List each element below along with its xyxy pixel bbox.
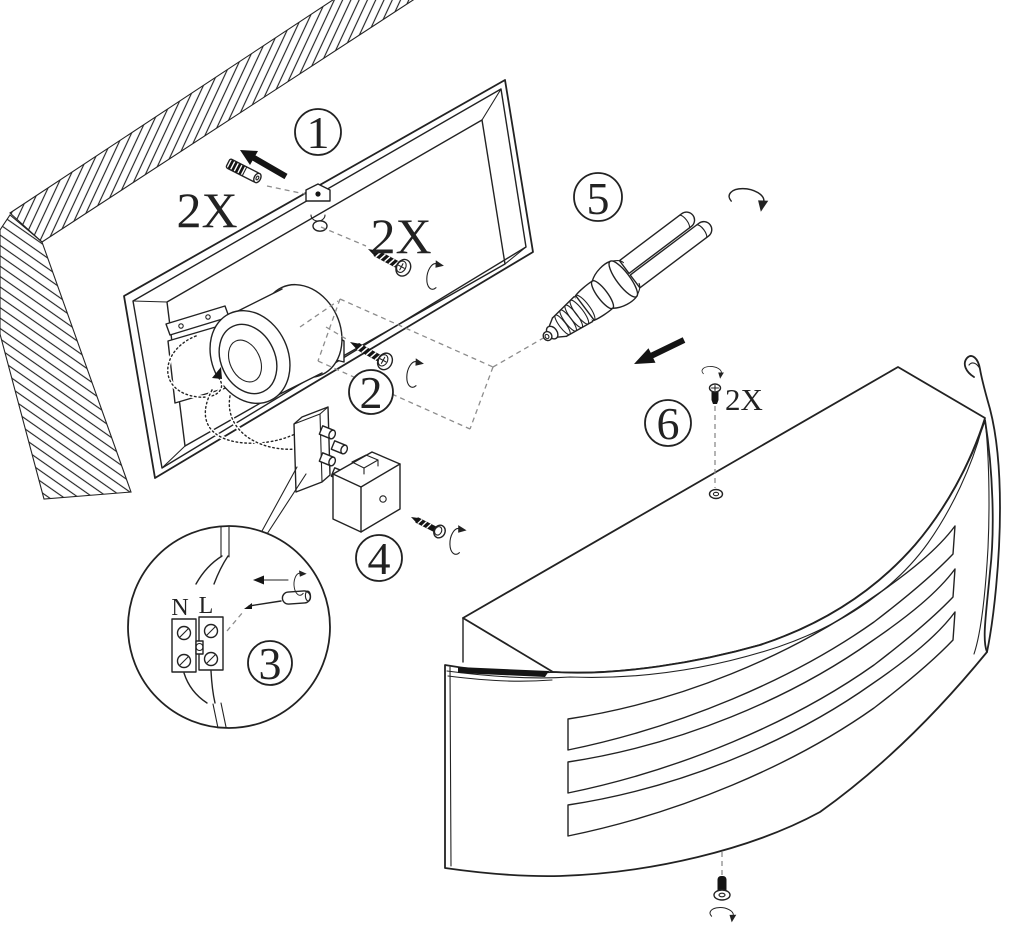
wall-section: [0, 0, 415, 500]
step-number: 2: [360, 367, 383, 418]
step-number: 3: [259, 638, 282, 689]
anchor-quantity-label: 2X: [176, 182, 237, 238]
fixture-wire: [183, 670, 227, 729]
rotate-icon: [708, 905, 738, 924]
terminal-label-neutral: N: [171, 595, 188, 621]
terminal-label-live: L: [199, 593, 214, 619]
screwdriver-icon: [244, 590, 312, 609]
wiring-detail-circle: N L: [127, 525, 331, 729]
cover-screw-top: [708, 383, 722, 404]
wall-left-hatch: [0, 214, 132, 500]
step-badge-4: 4: [355, 533, 403, 584]
step-number: 6: [657, 398, 680, 449]
terminal-tube: [330, 440, 349, 455]
cover-front-band: [444, 419, 994, 878]
step-number: 5: [587, 173, 610, 224]
cover-slot: [567, 525, 956, 751]
cover-screw-bottom: [713, 875, 731, 901]
insert-arrow-icon: [634, 337, 686, 364]
terminal-cover-block: [332, 451, 401, 533]
step-number: 4: [368, 533, 391, 584]
step-badge-3: 3: [247, 638, 293, 689]
cover-right-lip: [963, 355, 1001, 653]
cover-block-screw: [407, 510, 449, 541]
cover-screw-quantity-label: 2X: [725, 382, 763, 417]
cover-slot: [567, 568, 956, 794]
terminal-tube: [318, 425, 337, 440]
screw-quantity-label: 2X: [370, 208, 431, 264]
keyhole-tab: [305, 183, 331, 232]
insert-arrow-icon: [240, 150, 288, 180]
bulb-tube: [629, 220, 713, 289]
wall-anchor: [225, 158, 262, 184]
step-badge-5: 5: [573, 172, 623, 224]
cover-screw-hole: [708, 488, 724, 500]
step-badge-1: 1: [294, 107, 342, 158]
lamp-cover: [444, 355, 1001, 878]
rotate-icon: [447, 523, 468, 556]
step-badge-6: 6: [644, 398, 692, 449]
rotate-icon: [726, 185, 771, 214]
detail-leader-line: [266, 473, 307, 535]
terminal-strip: [171, 616, 224, 673]
rotate-icon: [404, 356, 426, 390]
mains-wire: [195, 526, 230, 585]
lamp-socket-assembly: [165, 283, 343, 405]
alignment-dashed-lines: [266, 185, 546, 430]
detail-leader-line: [261, 466, 298, 532]
wall-top-hatch: [9, 0, 415, 243]
loosen-arrow-icon: [253, 575, 289, 585]
terminal-tube: [318, 452, 337, 467]
step-number: 1: [307, 107, 330, 158]
bulb-tube: [618, 211, 696, 275]
cfl-bulb: [542, 211, 713, 342]
step-badge-2: 2: [348, 367, 394, 418]
cover-slot: [567, 611, 956, 837]
wire-harness: [165, 334, 300, 452]
rotate-icon: [700, 364, 725, 380]
